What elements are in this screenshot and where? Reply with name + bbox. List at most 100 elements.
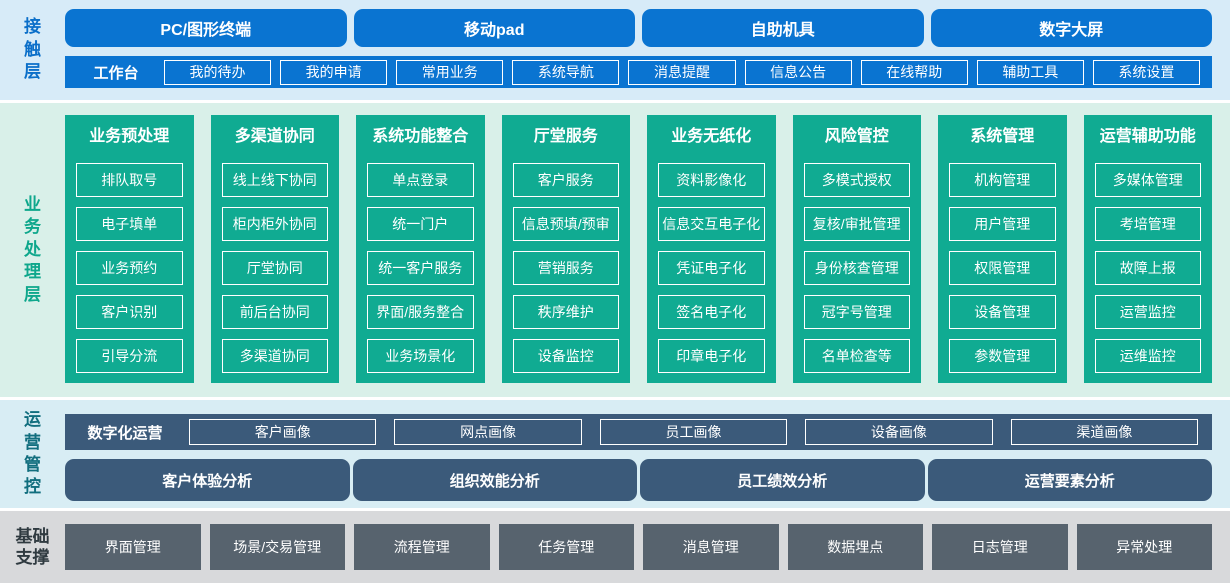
analysis-customer-experience: 客户体验分析 bbox=[65, 459, 350, 501]
biz-item: 权限管理 bbox=[949, 251, 1056, 285]
portrait-customer: 客户画像 bbox=[189, 419, 377, 445]
biz-item: 业务预约 bbox=[76, 251, 183, 285]
fnd-scene-transaction-mgmt: 场景/交易管理 bbox=[209, 524, 345, 570]
terminal-row: PC/图形终端 移动pad 自助机具 数字大屏 bbox=[65, 9, 1212, 47]
biz-item: 引导分流 bbox=[76, 339, 183, 373]
contact-layer: 接触层 PC/图形终端 移动pad 自助机具 数字大屏 工作台 我的待办 我的申… bbox=[0, 0, 1230, 100]
workbench-item-system-settings: 系统设置 bbox=[1092, 59, 1200, 85]
fnd-interface-mgmt: 界面管理 bbox=[65, 524, 201, 570]
biz-item: 身份核查管理 bbox=[803, 251, 910, 285]
fnd-process-mgmt: 流程管理 bbox=[354, 524, 490, 570]
workbench-item-todo: 我的待办 bbox=[164, 59, 272, 85]
biz-col-risk-control: 风险管控 多模式授权 复核/审批管理 身份核查管理 冠字号管理 名单检查等 bbox=[792, 115, 921, 383]
biz-col-title: 业务无纸化 bbox=[671, 128, 752, 145]
biz-col-system-management: 系统管理 机构管理 用户管理 权限管理 设备管理 参数管理 bbox=[938, 115, 1067, 383]
biz-col-title: 厅堂服务 bbox=[533, 128, 598, 145]
biz-col-system-integration: 系统功能整合 单点登录 统一门户 统一客户服务 界面/服务整合 业务场景化 bbox=[356, 115, 485, 383]
biz-item: 前后台协同 bbox=[221, 295, 328, 329]
biz-item: 运营监控 bbox=[1094, 295, 1201, 329]
workbench-item-applications: 我的申请 bbox=[280, 59, 388, 85]
business-layer-content: 业务预处理 排队取号 电子填单 业务预约 客户识别 引导分流 多渠道协同 线上线… bbox=[65, 103, 1230, 397]
biz-col-title: 多渠道协同 bbox=[234, 128, 315, 145]
biz-item: 多媒体管理 bbox=[1094, 163, 1201, 197]
analysis-ops-elements: 运营要素分析 bbox=[927, 459, 1212, 501]
workbench-item-aux-tools: 辅助工具 bbox=[976, 59, 1084, 85]
workbench-item-online-help: 在线帮助 bbox=[860, 59, 968, 85]
biz-item: 设备监控 bbox=[512, 339, 619, 373]
workbench-label: 工作台 bbox=[93, 64, 139, 82]
ops-layer-content: 数字化运营 客户画像 网点画像 员工画像 设备画像 渠道画像 客户体验分析 组织… bbox=[65, 400, 1230, 508]
analysis-row: 客户体验分析 组织效能分析 员工绩效分析 运营要素分析 bbox=[65, 459, 1212, 501]
biz-item: 运维监控 bbox=[1094, 339, 1201, 373]
biz-item: 机构管理 bbox=[949, 163, 1056, 197]
biz-item: 参数管理 bbox=[949, 339, 1056, 373]
biz-item: 资料影像化 bbox=[658, 163, 765, 197]
ops-layer: 运营管控 数字化运营 客户画像 网点画像 员工画像 设备画像 渠道画像 客户体验… bbox=[0, 400, 1230, 508]
contact-layer-content: PC/图形终端 移动pad 自助机具 数字大屏 工作台 我的待办 我的申请 常用… bbox=[65, 0, 1230, 100]
biz-item: 客户识别 bbox=[76, 295, 183, 329]
fnd-data-tracking: 数据埋点 bbox=[787, 524, 923, 570]
biz-item: 印章电子化 bbox=[658, 339, 765, 373]
foundation-layer: 基础支撑 界面管理 场景/交易管理 流程管理 任务管理 消息管理 数据埋点 日志… bbox=[0, 511, 1230, 583]
analysis-employee-performance: 员工绩效分析 bbox=[640, 459, 925, 501]
portrait-channel: 渠道画像 bbox=[1010, 419, 1199, 445]
portrait-branch: 网点画像 bbox=[394, 419, 582, 445]
fnd-exception-handling: 异常处理 bbox=[1076, 524, 1212, 570]
terminal-mobile-pad: 移动pad bbox=[353, 9, 635, 47]
fnd-task-mgmt: 任务管理 bbox=[498, 524, 634, 570]
workbench-item-message-alert: 消息提醒 bbox=[628, 59, 736, 85]
biz-item: 业务场景化 bbox=[367, 339, 474, 373]
foundation-layer-label: 基础支撑 bbox=[15, 526, 50, 567]
biz-item: 复核/审批管理 bbox=[803, 207, 910, 241]
ops-layer-label: 运营管控 bbox=[24, 410, 41, 497]
biz-item: 签名电子化 bbox=[658, 295, 765, 329]
biz-item: 线上线下协同 bbox=[221, 163, 328, 197]
workbench-item-system-nav: 系统导航 bbox=[512, 59, 620, 85]
portrait-device: 设备画像 bbox=[805, 419, 993, 445]
biz-item: 用户管理 bbox=[949, 207, 1056, 241]
biz-item: 电子填单 bbox=[76, 207, 183, 241]
biz-col-title: 业务预处理 bbox=[89, 128, 170, 145]
biz-item: 多模式授权 bbox=[803, 163, 910, 197]
contact-layer-label: 接触层 bbox=[24, 17, 41, 82]
biz-item: 故障上报 bbox=[1094, 251, 1201, 285]
biz-col-lobby-service: 厅堂服务 客户服务 信息预填/预审 营销服务 秩序维护 设备监控 bbox=[501, 115, 630, 383]
biz-item: 信息交互电子化 bbox=[658, 207, 765, 241]
biz-item: 冠字号管理 bbox=[803, 295, 910, 329]
workbench-bar: 工作台 我的待办 我的申请 常用业务 系统导航 消息提醒 信息公告 在线帮助 辅… bbox=[65, 56, 1212, 88]
biz-col-title: 系统管理 bbox=[970, 128, 1035, 145]
biz-item: 信息预填/预审 bbox=[512, 207, 619, 241]
business-layer: 业务处理层 业务预处理 排队取号 电子填单 业务预约 客户识别 引导分流 多渠道… bbox=[0, 103, 1230, 397]
biz-item: 秩序维护 bbox=[512, 295, 619, 329]
biz-item: 客户服务 bbox=[512, 163, 619, 197]
fnd-log-mgmt: 日志管理 bbox=[932, 524, 1068, 570]
foundation-layer-label-col: 基础支撑 bbox=[0, 511, 65, 583]
portrait-employee: 员工画像 bbox=[599, 419, 788, 445]
contact-layer-label-col: 接触层 bbox=[0, 0, 65, 100]
biz-item: 柜内柜外协同 bbox=[221, 207, 328, 241]
biz-item: 统一门户 bbox=[367, 207, 474, 241]
biz-col-multichannel: 多渠道协同 线上线下协同 柜内柜外协同 厅堂协同 前后台协同 多渠道协同 bbox=[210, 115, 339, 383]
foundation-layer-content: 界面管理 场景/交易管理 流程管理 任务管理 消息管理 数据埋点 日志管理 异常… bbox=[65, 511, 1230, 583]
biz-item: 统一客户服务 bbox=[367, 251, 474, 285]
biz-item: 排队取号 bbox=[76, 163, 183, 197]
biz-item: 界面/服务整合 bbox=[367, 295, 474, 329]
biz-col-title: 风险管控 bbox=[824, 128, 889, 145]
workbench-item-common-business: 常用业务 bbox=[396, 59, 504, 85]
terminal-digital-screen: 数字大屏 bbox=[930, 9, 1212, 47]
biz-col-title: 系统功能整合 bbox=[372, 128, 469, 145]
fnd-message-mgmt: 消息管理 bbox=[643, 524, 779, 570]
digital-ops-label: 数字化运营 bbox=[87, 424, 163, 442]
biz-col-preprocessing: 业务预处理 排队取号 电子填单 业务预约 客户识别 引导分流 bbox=[65, 115, 194, 383]
biz-item: 凭证电子化 bbox=[658, 251, 765, 285]
biz-col-ops-auxiliary: 运营辅助功能 多媒体管理 考培管理 故障上报 运营监控 运维监控 bbox=[1083, 115, 1212, 383]
terminal-pc: PC/图形终端 bbox=[65, 9, 347, 47]
biz-item: 考培管理 bbox=[1094, 207, 1201, 241]
biz-item: 名单检查等 bbox=[803, 339, 910, 373]
biz-item: 营销服务 bbox=[512, 251, 619, 285]
biz-item: 厅堂协同 bbox=[221, 251, 328, 285]
digital-ops-bar: 数字化运营 客户画像 网点画像 员工画像 设备画像 渠道画像 bbox=[65, 414, 1212, 450]
analysis-org-efficiency: 组织效能分析 bbox=[352, 459, 637, 501]
biz-col-title: 运营辅助功能 bbox=[1099, 128, 1196, 145]
ops-layer-label-col: 运营管控 bbox=[0, 400, 65, 508]
